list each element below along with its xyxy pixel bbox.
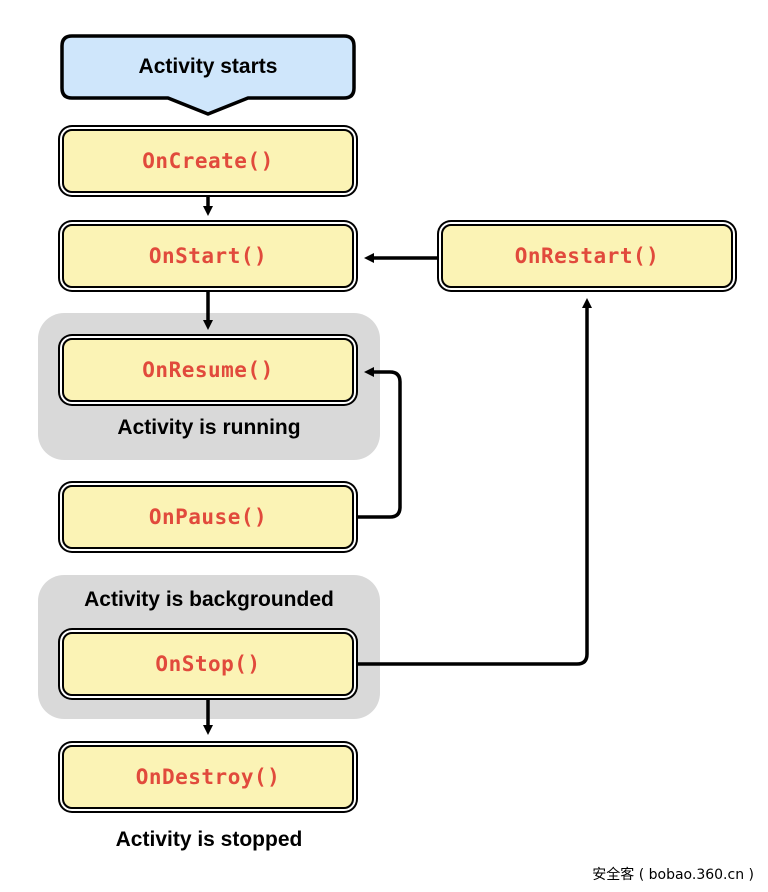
- start-callout: [60, 34, 356, 116]
- on-start-label: OnStart(): [148, 244, 268, 268]
- arrow-pause-to-resume: [358, 367, 402, 519]
- on-resume-node: OnResume(): [62, 338, 354, 402]
- backgrounded-state-label: Activity is backgrounded: [84, 588, 334, 611]
- running-state-label: Activity is running: [117, 416, 301, 439]
- on-pause-label: OnPause(): [148, 505, 268, 529]
- on-destroy-label: OnDestroy(): [135, 765, 281, 789]
- on-start-node: OnStart(): [62, 224, 354, 288]
- on-destroy-node: OnDestroy(): [62, 745, 354, 809]
- on-resume-label: OnResume(): [142, 358, 274, 382]
- stopped-state-label: Activity is stopped: [115, 828, 303, 851]
- on-stop-node: OnStop(): [62, 632, 354, 696]
- on-pause-node: OnPause(): [62, 485, 354, 549]
- watermark-text: 安全客 ( bobao.360.cn ): [592, 867, 754, 883]
- on-stop-label: OnStop(): [155, 652, 261, 676]
- activity-starts-label: Activity starts: [138, 55, 278, 78]
- on-create-label: OnCreate(): [142, 149, 274, 173]
- on-restart-label: OnRestart(): [514, 244, 660, 268]
- on-create-node: OnCreate(): [62, 129, 354, 193]
- on-restart-node: OnRestart(): [441, 224, 733, 288]
- arrow-stop-to-restart: [358, 298, 592, 666]
